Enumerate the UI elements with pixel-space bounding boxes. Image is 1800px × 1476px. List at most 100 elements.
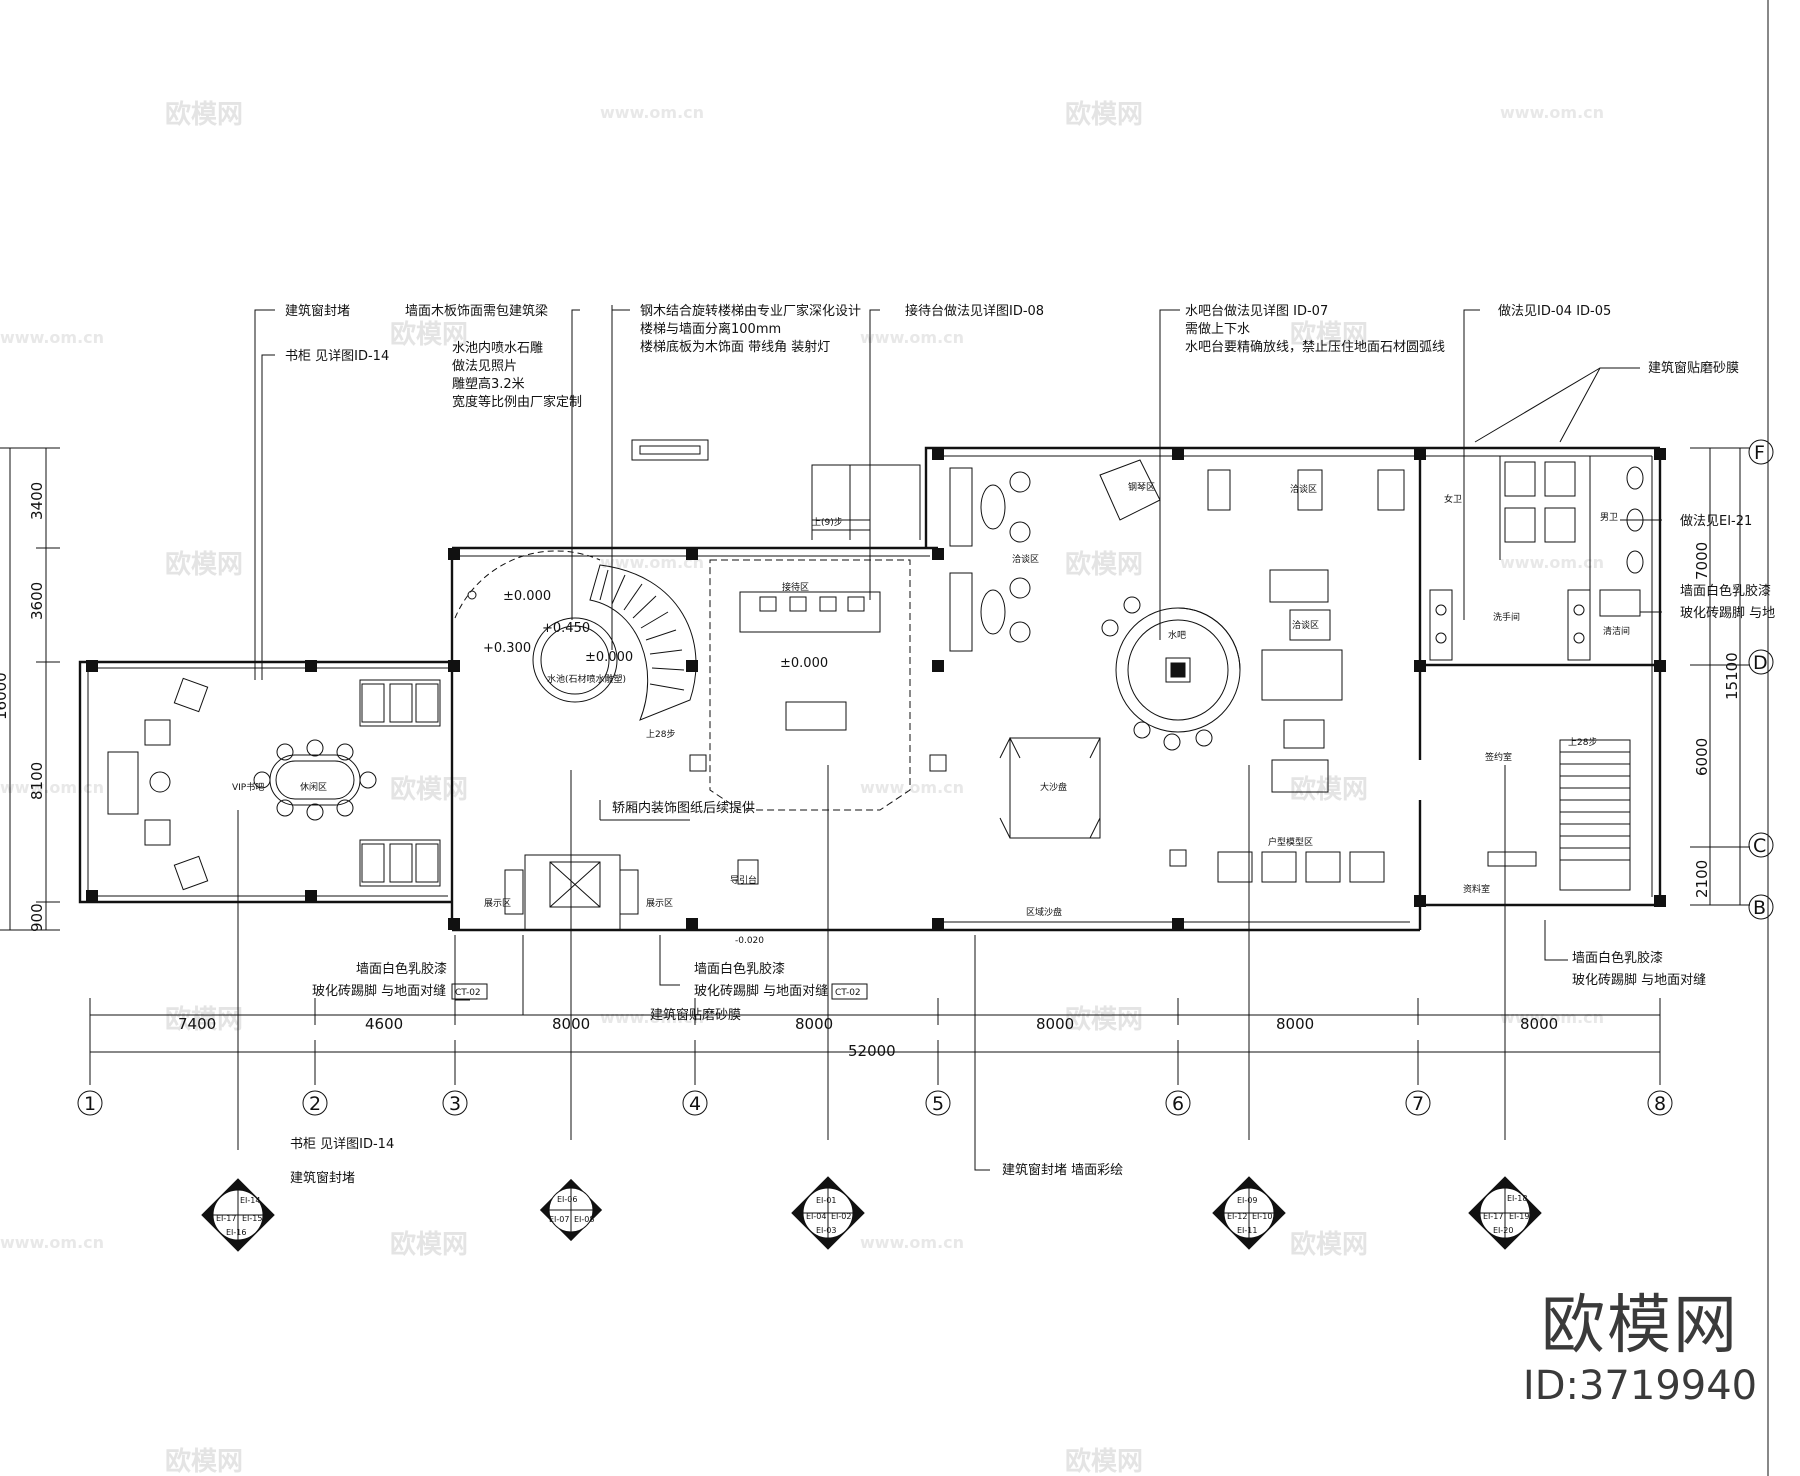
room-model-area: 户型模型区 [1268,836,1313,848]
dim-bottom: 8000 [552,1015,590,1033]
elevation-marker: A EI-14 EI-15 EI-17 EI-16 [201,1178,275,1252]
tag-box [831,983,868,1000]
room-regional-sand-table: 区域沙盘 [1026,906,1062,918]
watermark-url: www.om.cn [1500,1008,1604,1027]
note-id04: 做法见ID-04 ID-05 [1498,304,1611,319]
note-mural: 建筑窗封堵 墙面彩绘 [1002,1162,1123,1178]
grid-number: 1 [84,1093,96,1115]
room-fountain: 水池(石材喷水雕塑) [547,673,626,685]
svg-text:EI-16: EI-16 [226,1228,246,1237]
room-reception: 接待区 [782,581,809,593]
note-skirting-a: 玻化砖踢脚 与地面对缝 [312,983,446,999]
elevation-marker: EI-09 EI-10 EI-12 EI-11 [1212,1176,1286,1250]
svg-text:EI-02: EI-02 [831,1212,851,1221]
level-mark: ±0.000 [780,656,828,671]
dim-left: 3600 [28,582,46,620]
grid-number: 3 [449,1093,461,1115]
watermark: 欧模网 [1290,1229,1368,1260]
tag-ct02-b: CT-02 [835,988,861,998]
watermark-url: www.om.cn [600,553,704,572]
brand-watermark: 欧模网 ID:3719940 [1520,1290,1760,1410]
dim-bottom: 8000 [1276,1015,1314,1033]
dim-bottom: 7400 [178,1015,216,1033]
note-reception: 接待台做法见详图ID-08 [905,303,1044,319]
room-lounge: 休闲区 [300,781,327,793]
room-cleaning: 清洁间 [1603,625,1630,637]
svg-text:EI-15: EI-15 [242,1214,262,1223]
note-fountain-2: 做法见照片 [452,359,517,374]
note-wall-paint-right: 墙面白色乳胶漆 [1680,583,1771,599]
note-skirting-c: 玻化砖踢脚 与地面对缝 [1572,972,1706,988]
note-window-seal-bottom: 建筑窗封堵 [290,1170,355,1186]
svg-text:EI-17: EI-17 [216,1214,236,1223]
svg-text:EI-08: EI-08 [574,1215,594,1224]
grid-number: 4 [689,1093,701,1115]
watermark: 欧模网 [165,1446,243,1476]
note-fountain-1: 水池内喷水石雕 [452,340,543,356]
note-stair-2: 楼梯与墙面分离100mm [640,321,781,337]
svg-text:EI-09: EI-09 [1237,1196,1257,1205]
tag-box [451,983,488,1000]
note-frosted-film: 建筑窗贴磨砂膜 [1648,360,1739,376]
watermark: 欧模网 [390,774,468,805]
watermark: 欧模网 [1065,1004,1143,1035]
watermark-url: www.om.cn [600,1008,704,1027]
grid-number: 5 [932,1093,944,1115]
watermark-layer: 欧模网 欧模网 www.om.cn www.om.cn www.om.cn ww… [0,99,1604,1476]
room-vip-reading: VIP书吧 [232,782,264,793]
tag-ct02-a: CT-02 [455,988,481,998]
svg-text:EI-14: EI-14 [240,1196,260,1205]
watermark-url: www.om.cn [0,1233,104,1252]
watermark: 欧模网 [1065,549,1143,580]
note-bar-2: 需做上下水 [1185,322,1250,337]
watermark-url: www.om.cn [860,328,964,347]
room-water-bar: 水吧 [1168,629,1186,641]
room-negotiation-2: 洽谈区 [1290,483,1317,495]
stair-up-9: 上(9)步 [812,517,843,528]
room-big-sand-table: 大沙盘 [1040,781,1067,793]
dim-left: 900 [28,903,46,932]
watermark-url: www.om.cn [860,1233,964,1252]
note-fountain-3: 雕塑高3.2米 [452,376,525,392]
note-bookcase-bottom: 书柜 见详图ID-14 [290,1137,394,1152]
note-fountain-4: 宽度等比例由厂家定制 [452,394,582,410]
room-male-wc: 男卫 [1600,512,1618,523]
watermark: 欧模网 [1065,1446,1143,1476]
stair-up-28-right: 上28步 [1568,737,1597,748]
watermark-url: www.om.cn [1500,103,1604,122]
brand-logo: 欧模网 [1541,1289,1739,1363]
dim-bottom: 8000 [1036,1015,1074,1033]
svg-text:EI-06: EI-06 [557,1195,577,1204]
grid-axis-numbers: 1 2 3 4 5 6 7 8 [77,1090,1673,1116]
svg-text:EI-10: EI-10 [1252,1212,1272,1221]
dimension-right: 7000 6000 2100 15100 F D C B [1690,439,1774,920]
grid-number: 8 [1654,1093,1666,1115]
note-stair-1: 钢木结合旋转楼梯由专业厂家深化设计 [640,303,861,319]
svg-text:EI-20: EI-20 [1493,1226,1513,1235]
dim-bottom: 8000 [1520,1015,1558,1033]
stair-up-28: 上28步 [646,729,675,740]
elevation-marker: EI-18 EI-19 EI-17 EI-20 [1468,1176,1542,1250]
note-wall-paint-a: 墙面白色乳胶漆 [356,961,447,977]
dim-total: 52000 [848,1042,896,1060]
watermark: 欧模网 [165,549,243,580]
dim-right: 2100 [1693,860,1711,898]
svg-text:EI-01: EI-01 [816,1196,836,1205]
grid-number: 2 [309,1093,321,1115]
note-wall-paint-b: 墙面白色乳胶漆 [694,961,785,977]
elevation-markers: A EI-14 EI-15 EI-17 EI-16 EI-06 EI-08 EI… [201,1176,1542,1252]
note-wood-wall: 墙面木板饰面需包建筑梁 [405,303,548,319]
dim-left: 3400 [28,482,46,520]
dim-right-total: 15100 [1723,652,1741,700]
dimension-bottom: 7400 4600 8000 8000 8000 8000 8000 52000 [89,998,1661,1085]
level-mark: -0.020 [735,936,764,946]
annotations-top: 建筑窗封堵 书柜 见详图ID-14 墙面木板饰面需包建筑梁 水池内喷水石雕 做法… [285,303,1775,621]
note-bookcase: 书柜 见详图ID-14 [285,349,389,364]
note-window-seal: 建筑窗封堵 [285,303,350,319]
note-bar-1: 水吧台做法见详图 ID-07 [1185,304,1328,319]
svg-text:EI-17: EI-17 [1483,1212,1503,1221]
watermark: 欧模网 [1290,774,1368,805]
watermark: 欧模网 [390,319,468,350]
svg-text:EI-11: EI-11 [1237,1226,1257,1235]
room-display-2: 展示区 [646,898,673,909]
